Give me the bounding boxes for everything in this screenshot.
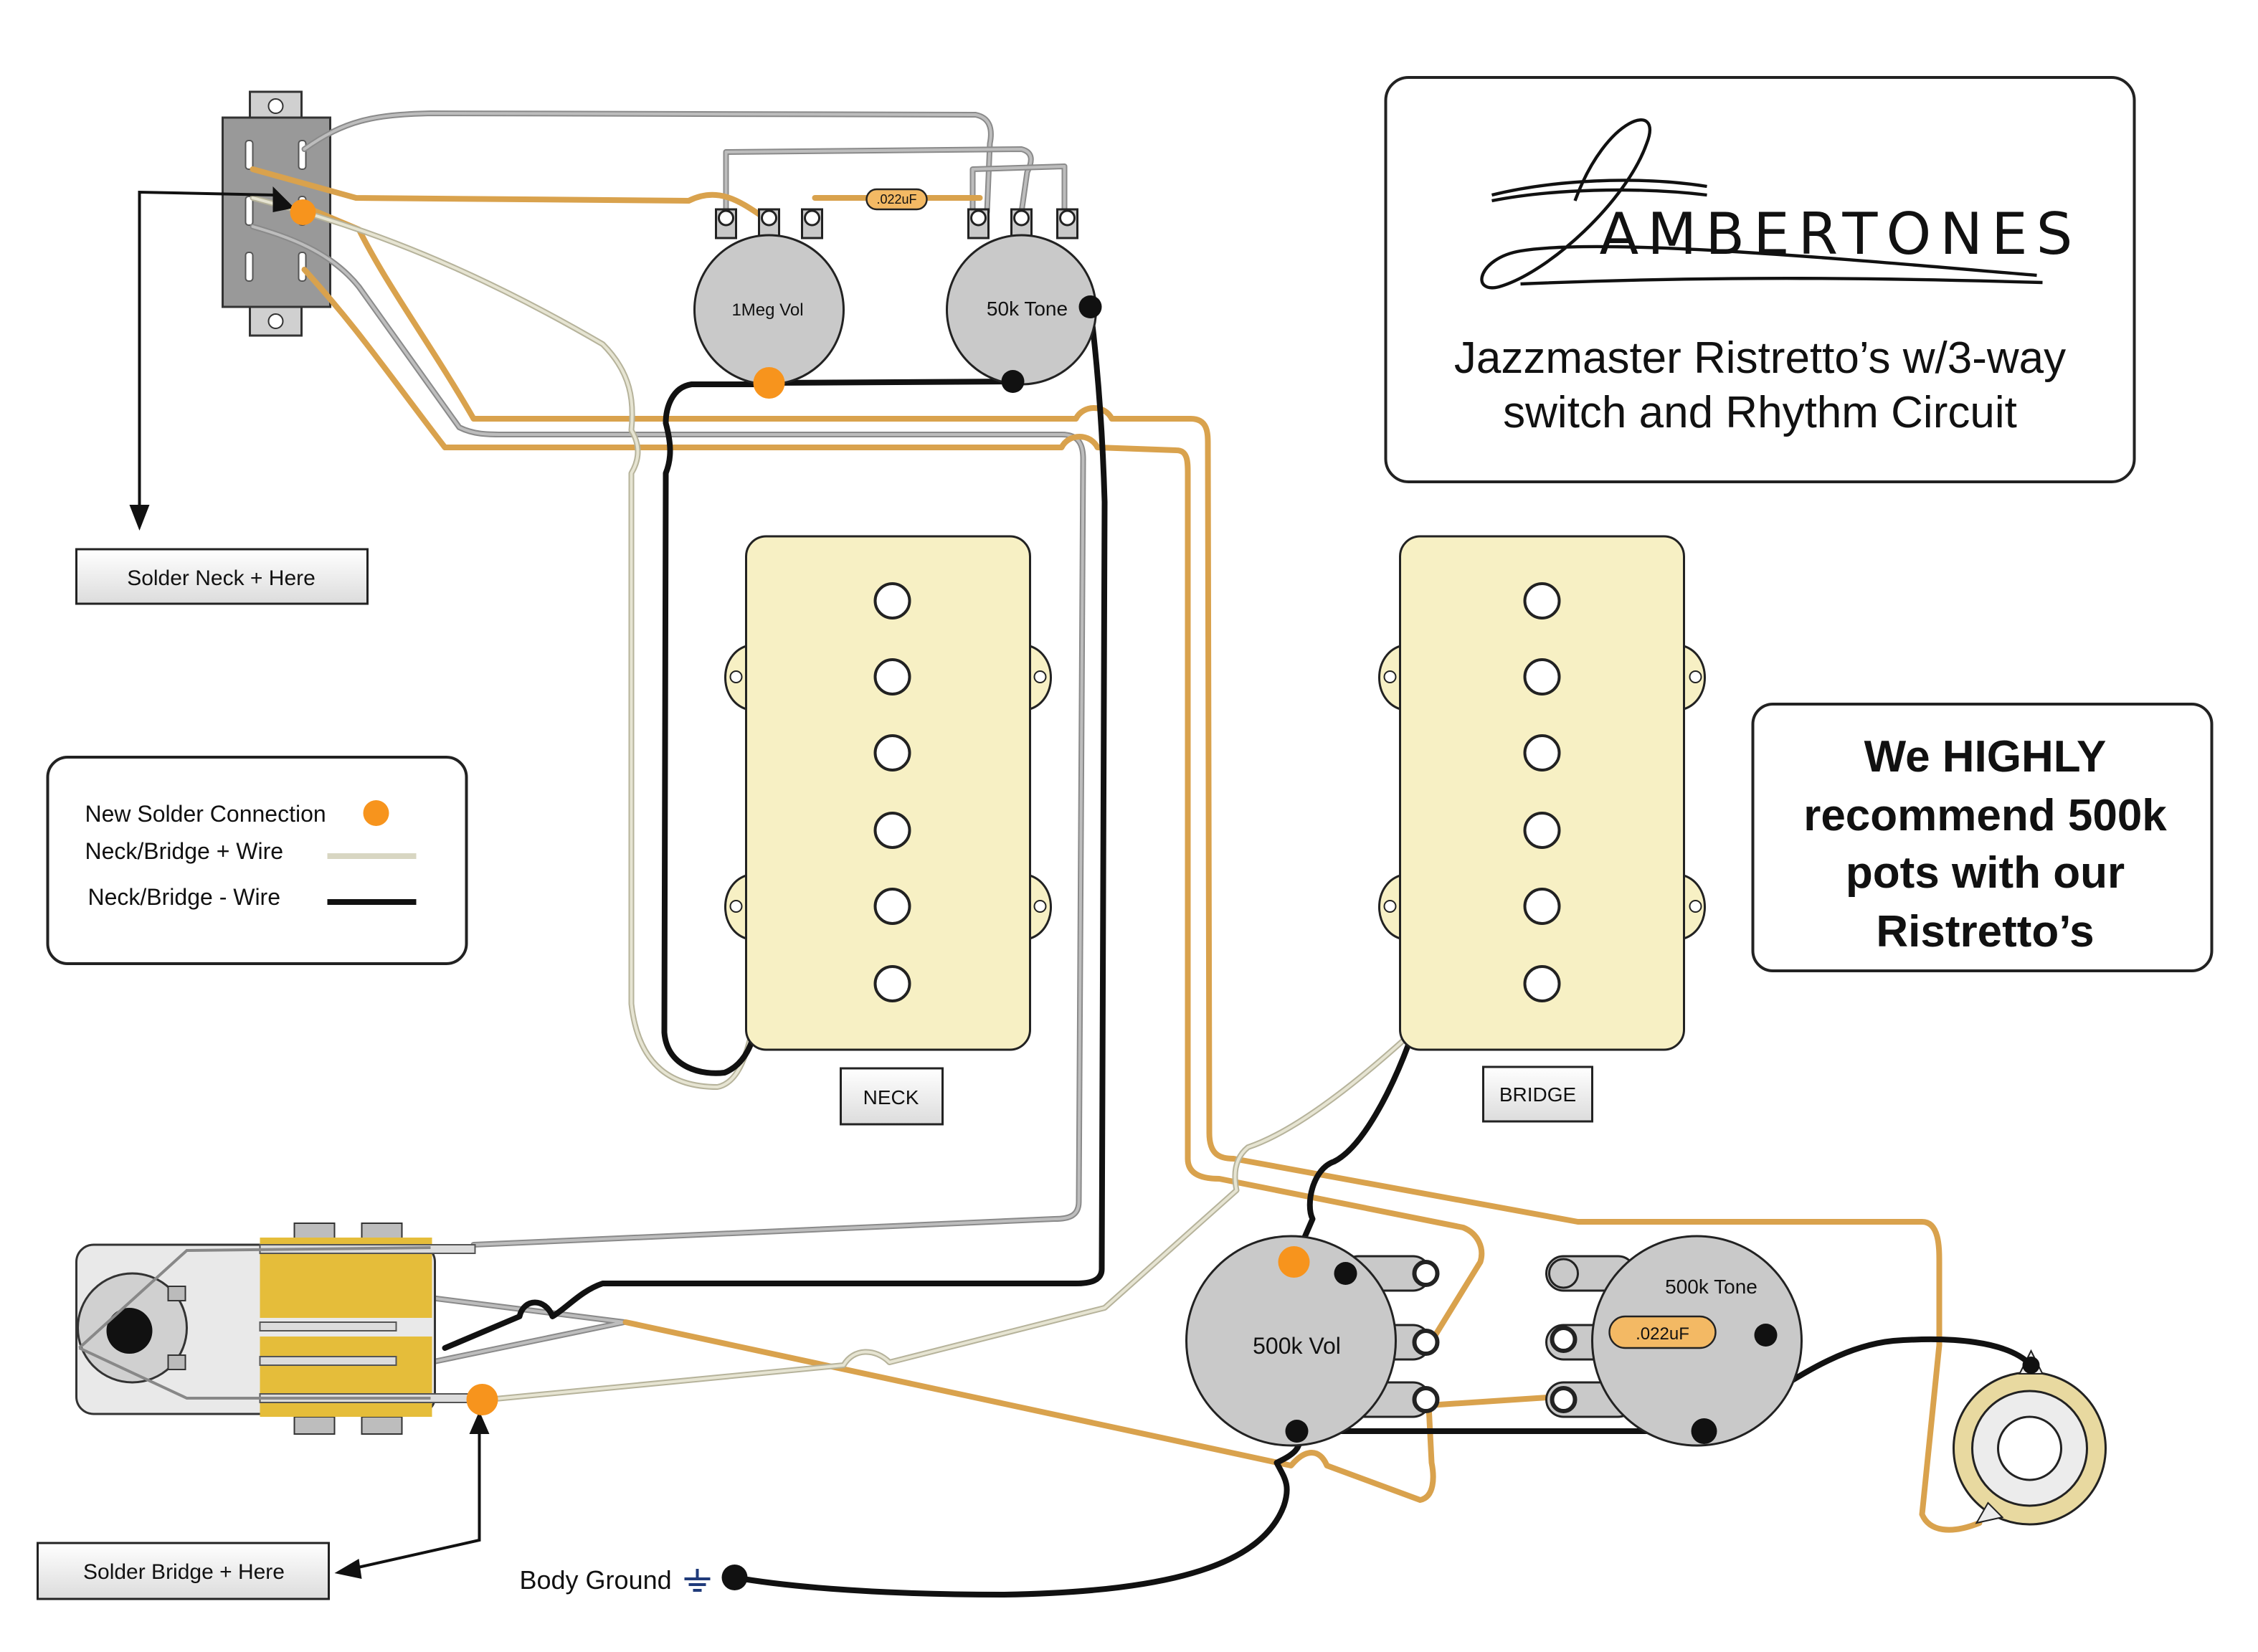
legend-solder-label: New Solder Connection xyxy=(85,801,326,827)
legend-solder-dot xyxy=(363,800,389,826)
solder-bridge-box: Solder Bridge + Here xyxy=(37,1542,330,1600)
recommend-line4: Ristretto’s xyxy=(1876,907,2094,956)
solder-neck-arrow xyxy=(138,190,276,516)
diagram-title-line1: Jazzmaster Ristretto’s w/3-way xyxy=(1454,333,2066,383)
rhythm-volume-label: 1Meg Vol xyxy=(731,300,803,320)
legend-box: New Solder Connection Neck/Bridge + Wire… xyxy=(46,756,468,965)
solder-dot-switch xyxy=(466,1384,498,1415)
rhythm-capacitor-label: .022uF xyxy=(876,192,916,206)
bridge-pickup xyxy=(1378,535,1706,1051)
neck-label: NECK xyxy=(863,1086,919,1109)
neck-label-box: NECK xyxy=(840,1067,944,1126)
solder-dot-rhythm-vol xyxy=(753,367,785,399)
main-tone-label: 500k Tone xyxy=(1665,1276,1757,1298)
diagram-title-line2: switch and Rhythm Circuit xyxy=(1503,388,2017,437)
solder-bridge-label: Solder Bridge + Here xyxy=(83,1560,285,1584)
rhythm-tone-label: 50k Tone xyxy=(987,298,1068,320)
solder-dot-main-vol xyxy=(1278,1246,1310,1278)
solder-bridge-arrowhead-top xyxy=(469,1411,490,1434)
title-box: AMBERTONES Jazzmaster Ristretto’s w/3-wa… xyxy=(1384,76,2136,483)
recommend-box: We HIGHLY recommend 500k pots with our R… xyxy=(1751,703,2214,972)
neck-pickup xyxy=(724,535,1052,1051)
solder-neck-label: Solder Neck + Here xyxy=(127,566,316,590)
rhythm-volume-pot: 1Meg Vol xyxy=(693,208,845,386)
body-ground: Body Ground xyxy=(520,1565,748,1595)
rhythm-capacitor: .022uF xyxy=(865,188,928,211)
solder-bridge-arrow xyxy=(351,1427,481,1570)
main-capacitor-label: .022uF xyxy=(1636,1324,1689,1344)
solder-dots xyxy=(290,199,1310,1415)
rhythm-tone-pot: 50k Tone xyxy=(946,208,1097,386)
solder-bridge-arrowhead-left xyxy=(334,1559,362,1579)
main-capacitor: .022uF xyxy=(1608,1315,1717,1349)
bridge-label-box: BRIDGE xyxy=(1482,1065,1593,1123)
recommend-line2: recommend 500k xyxy=(1803,791,2167,840)
junction-dots xyxy=(1001,295,2040,1444)
lambertones-logo xyxy=(1480,118,2043,290)
brand-name: AMBERTONES xyxy=(1600,201,2082,267)
main-volume-pot: 500k Vol xyxy=(1185,1235,1440,1447)
three-way-switch xyxy=(75,1223,476,1435)
output-jack xyxy=(1953,1349,2107,1526)
recommend-line3: pots with our xyxy=(1846,848,2125,898)
solder-dot-rhythm-switch xyxy=(290,199,316,225)
solder-neck-arrowhead-bottom xyxy=(129,505,150,531)
bridge-label: BRIDGE xyxy=(1499,1083,1576,1106)
legend-minus-label: Neck/Bridge - Wire xyxy=(88,884,281,910)
solder-neck-box: Solder Neck + Here xyxy=(75,548,369,605)
body-ground-label: Body Ground xyxy=(520,1565,672,1595)
recommend-line1: We HIGHLY xyxy=(1864,732,2107,782)
ground-icon xyxy=(684,1569,711,1592)
main-volume-label: 500k Vol xyxy=(1253,1333,1341,1359)
solder-neck-arrowhead-top xyxy=(272,186,295,212)
legend-plus-label: Neck/Bridge + Wire xyxy=(85,838,284,864)
